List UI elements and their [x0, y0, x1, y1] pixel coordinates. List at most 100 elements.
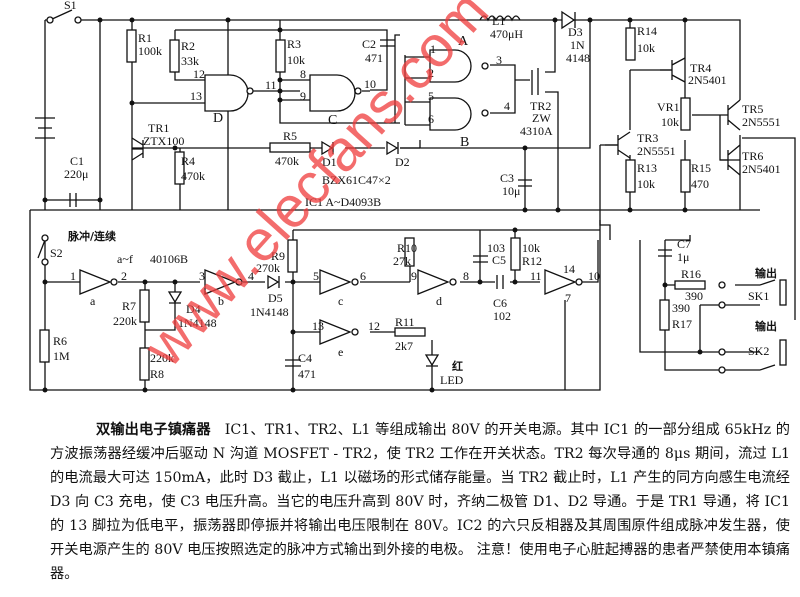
label: 470k — [275, 154, 299, 168]
label: 220μ — [64, 167, 88, 181]
label: 10k — [661, 115, 679, 129]
inverter-b — [204, 269, 237, 295]
led — [424, 354, 440, 367]
resistor-r6 — [39, 329, 50, 363]
pin-label: 10 — [364, 77, 376, 91]
caption-title: 双输出电子镇痛器 — [96, 422, 211, 438]
label: 220k — [150, 351, 174, 365]
pin-label: 10 — [588, 269, 600, 283]
junction-dots — [42, 17, 726, 393]
label: 102 — [493, 309, 511, 323]
pin-label: 4 — [248, 269, 254, 283]
pin-label: 5 — [428, 89, 434, 103]
label: C2 — [362, 37, 376, 51]
inverter-d — [417, 269, 450, 295]
zener-d2 — [386, 140, 399, 156]
label: R8 — [150, 367, 164, 381]
label: S2 — [50, 246, 63, 260]
label: TR4 — [690, 61, 711, 75]
component-labels: S1 R1 100k R2 33k R3 10k C2 471 D C A B … — [50, 0, 781, 387]
pin-label: 3 — [199, 269, 205, 283]
circuit-diagram: S1 R1 100k R2 33k R3 10k C2 471 D C A B … — [29, 0, 796, 393]
capacitor-c2 — [380, 39, 395, 47]
label: 471 — [365, 51, 383, 65]
pin-label: 12 — [368, 319, 380, 333]
label: 1N4148 — [250, 305, 289, 319]
label: 100k — [138, 44, 162, 58]
pin-label: 13 — [190, 89, 202, 103]
label: e — [338, 345, 343, 359]
label: C4 — [298, 351, 312, 365]
label: R13 — [637, 161, 657, 175]
label: R5 — [283, 129, 297, 143]
capacitor-c5 — [473, 255, 488, 263]
label: 27k — [393, 254, 411, 268]
label: 红 — [452, 359, 463, 373]
label: ZW — [532, 111, 551, 125]
pin-label: 11 — [530, 269, 542, 283]
mode-switch-label: 脉冲/连续 — [67, 229, 116, 243]
label: R16 — [681, 267, 701, 281]
resistor-r2 — [169, 39, 180, 73]
label: C7 — [677, 237, 691, 251]
pin-label: 6 — [428, 112, 434, 126]
label: 10k — [637, 41, 655, 55]
pin-label: 2 — [428, 66, 434, 80]
resistor-r7 — [139, 289, 150, 323]
socket-sk2 — [779, 339, 787, 366]
switch-s2 — [37, 239, 46, 259]
nand-gate-b — [429, 97, 472, 131]
pin-label: 8 — [463, 269, 469, 283]
resistor-r17 — [659, 299, 670, 331]
label: R6 — [53, 334, 67, 348]
label: 471 — [298, 367, 316, 381]
pin-label: 7 — [565, 291, 571, 305]
label: SK1 — [748, 289, 769, 303]
label: TR2 — [530, 99, 551, 113]
label: R12 — [522, 254, 542, 268]
nand-gate-c — [309, 74, 356, 112]
label: 1N — [570, 38, 585, 52]
diode-d4 — [167, 291, 183, 304]
pin-label: 5 — [313, 269, 319, 283]
label: C5 — [492, 253, 506, 267]
label: 2N5551 — [742, 115, 781, 129]
label: D1 — [322, 155, 337, 169]
resistor-r13 — [625, 159, 636, 193]
pin-label: 4 — [504, 99, 510, 113]
label: 470μH — [490, 27, 523, 41]
label: b — [218, 294, 224, 308]
label: C3 — [500, 171, 514, 185]
label: 10μ — [502, 184, 520, 198]
label: 4310A — [520, 124, 553, 138]
label: TR5 — [742, 102, 763, 116]
label: R3 — [287, 37, 301, 51]
resistor-r8 — [139, 347, 150, 381]
capacitor-c3 — [518, 179, 532, 187]
nand-gate-a — [429, 49, 472, 83]
label: C1 — [70, 154, 84, 168]
inverter-a — [79, 269, 112, 295]
pin-label: 2 — [121, 269, 127, 283]
label: R17 — [672, 317, 692, 331]
resistor-r3 — [275, 39, 286, 73]
label: D3 — [568, 25, 583, 39]
socket-sk1 — [779, 279, 787, 306]
resistor-r15 — [680, 159, 691, 193]
label: TR6 — [742, 149, 763, 163]
label: 2N5551 — [637, 144, 676, 158]
label: 270k — [256, 261, 280, 275]
label: D — [213, 111, 223, 126]
label: R7 — [122, 299, 136, 313]
resistor-r14 — [625, 27, 636, 61]
inductor-l1 — [479, 15, 521, 22]
label: 220k — [113, 314, 137, 328]
label: VR1 — [657, 100, 680, 114]
pin-label: 9 — [300, 89, 306, 103]
output-label: 输出 — [755, 319, 777, 333]
label: R14 — [637, 24, 657, 38]
label: 10k — [287, 53, 305, 67]
transistor-tr3 — [605, 131, 631, 159]
pin-label: 12 — [193, 67, 205, 81]
